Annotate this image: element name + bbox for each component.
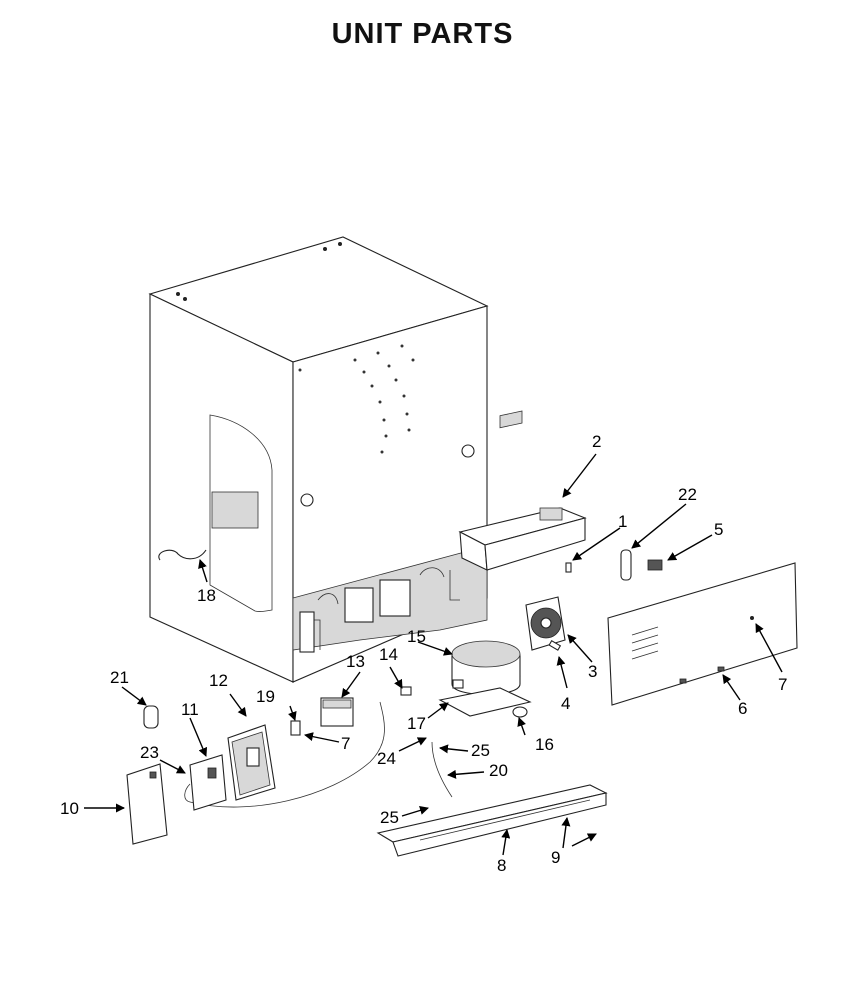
part-6-access-panel [607, 562, 798, 706]
part-14-sensor [184, 686, 412, 808]
cabinet [148, 236, 489, 683]
page-title: UNIT PARTS [331, 18, 514, 50]
callout-1: 1 [618, 512, 627, 531]
part-20-tubing [431, 741, 453, 798]
callout-21: 21 [110, 668, 129, 687]
part-10-control-board [126, 763, 168, 845]
callout-25-top: 25 [471, 741, 490, 760]
callout-22: 22 [678, 485, 697, 504]
callout-2: 2 [592, 432, 601, 451]
callout-18: 18 [197, 586, 216, 605]
part-11-bracket [189, 754, 227, 811]
leader-lines [84, 453, 783, 856]
callout-10: 10 [60, 799, 79, 818]
part-19-capacitor [290, 720, 301, 736]
part-12-control-housing [227, 724, 276, 801]
callout-12: 12 [209, 671, 228, 690]
callout-14: 14 [379, 645, 398, 664]
callout-7-panel: 7 [778, 675, 787, 694]
part-16-grommet [512, 706, 528, 718]
callout-13: 13 [346, 652, 365, 671]
callout-labels: 1 2 3 4 5 6 7 7 8 9 10 11 12 13 14 15 16… [60, 432, 787, 875]
part-2-drain-pan [458, 410, 587, 571]
part-4-pin [548, 640, 562, 651]
callout-3: 3 [588, 662, 597, 681]
part-13-relay [320, 697, 354, 727]
callout-20: 20 [489, 761, 508, 780]
callout-9: 9 [551, 848, 560, 867]
callout-17: 17 [407, 714, 426, 733]
callout-19: 19 [256, 687, 275, 706]
part-3-condenser-fan [525, 596, 566, 651]
callout-23: 23 [140, 743, 159, 762]
part-22-filter-drier [620, 549, 632, 581]
part-1-screw [565, 562, 572, 573]
callout-5: 5 [714, 520, 723, 539]
callout-25-bottom: 25 [380, 808, 399, 827]
callout-15: 15 [407, 627, 426, 646]
callout-11: 11 [181, 700, 199, 719]
part-15-compressor [438, 640, 532, 717]
part-8-base-rail [376, 784, 608, 857]
part-21-capacitor [143, 705, 159, 729]
callout-8: 8 [497, 856, 506, 875]
callout-4: 4 [561, 694, 570, 713]
callout-16: 16 [535, 735, 554, 754]
part-5-clip [647, 559, 663, 571]
callout-6: 6 [738, 699, 747, 718]
callout-7-clip: 7 [341, 734, 350, 753]
callout-24: 24 [377, 749, 396, 768]
